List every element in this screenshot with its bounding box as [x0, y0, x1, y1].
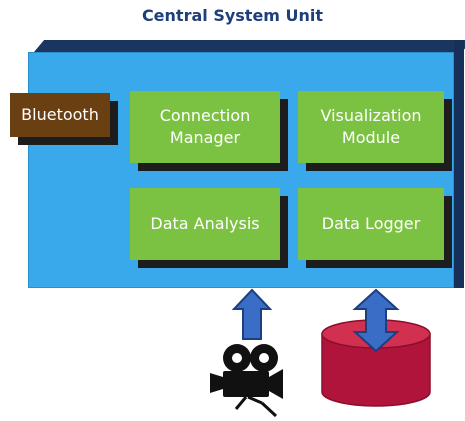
connection-manager-module: Connection Manager — [130, 91, 288, 171]
data-analysis-label: Data Analysis — [130, 188, 280, 260]
bluetooth-module: Bluetooth — [10, 93, 118, 145]
data-logger-module: Data Logger — [298, 188, 452, 268]
system-unit-side-edge — [454, 40, 464, 288]
data-logger-label: Data Logger — [298, 188, 444, 260]
visualization-module: Visualization Module — [298, 91, 452, 171]
video-camera-icon — [210, 344, 283, 418]
visualization-module-label: Visualization Module — [298, 91, 444, 163]
database-cylinder-icon — [321, 319, 431, 407]
camera-upload-arrow — [231, 288, 273, 340]
connection-manager-label: Connection Manager — [130, 91, 280, 163]
data-analysis-module: Data Analysis — [130, 188, 288, 268]
bluetooth-label: Bluetooth — [10, 93, 110, 137]
diagram-title: Central System Unit — [141, 6, 324, 25]
database-sync-arrow — [352, 288, 400, 353]
system-unit-top-edge — [34, 40, 465, 52]
